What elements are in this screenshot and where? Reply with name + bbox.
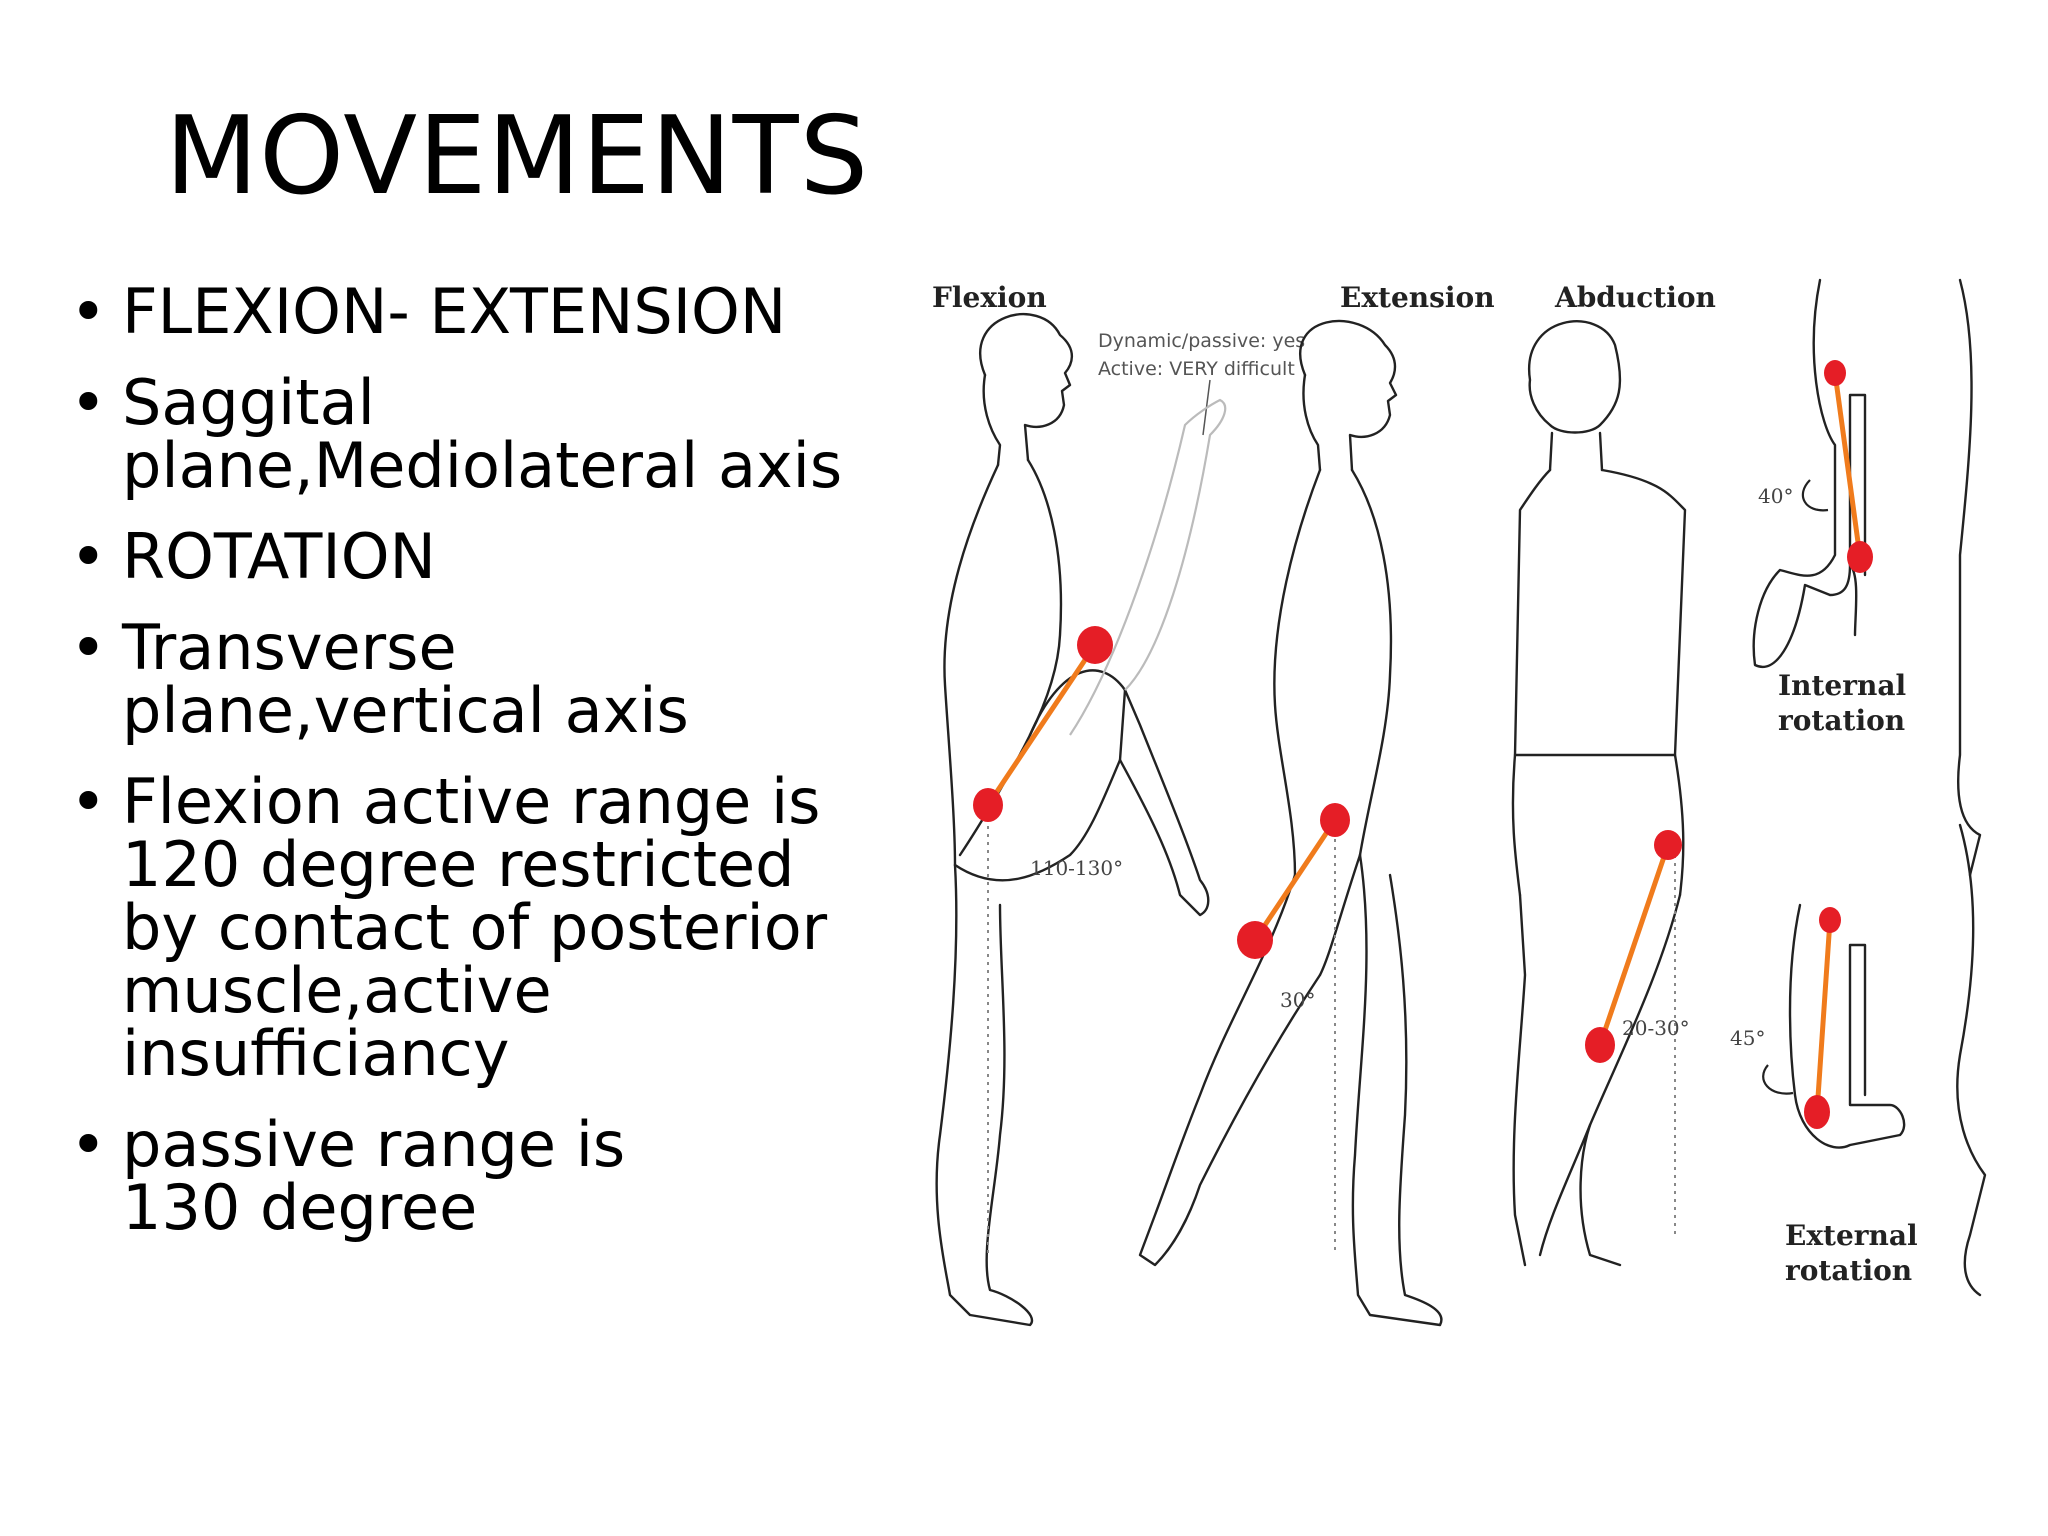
bullet-item: •ROTATION	[70, 525, 870, 588]
bullet-text: FLEXION- EXTENSION	[122, 275, 787, 348]
angle-extension: 30°	[1280, 988, 1315, 1012]
external-rotation-figure: 45° External rotation	[1730, 823, 1987, 1297]
abduction-hip-joint	[1654, 830, 1682, 860]
external-knee-joint	[1804, 1095, 1830, 1129]
bullet-text: Flexion active range is 120 degree restr…	[122, 765, 828, 1090]
hip-movement-figure: Flexion Extension Abduction Dynamic/pass…	[900, 255, 2010, 1395]
internal-rotation-arrow-icon	[1801, 479, 1829, 512]
bullet-dot-icon: •	[70, 611, 107, 684]
external-rotation-arrow-icon	[1762, 1064, 1794, 1095]
hip-movement-illustration: Flexion Extension Abduction Dynamic/pass…	[932, 278, 1987, 1327]
bullet-text: Saggital plane,Mediolateral axis	[122, 366, 843, 502]
internal-knee-joint	[1847, 541, 1873, 573]
extension-figure: 30°	[1138, 319, 1443, 1327]
bullet-item: •Transverse plane,vertical axis	[70, 616, 722, 742]
extension-knee-joint	[1237, 921, 1273, 959]
bullet-item: •FLEXION- EXTENSION	[70, 280, 870, 343]
bullet-dot-icon: •	[70, 520, 107, 593]
bullet-dot-icon: •	[70, 366, 107, 439]
angle-abduction: 20-30°	[1622, 1016, 1690, 1040]
bullet-dot-icon: •	[70, 1108, 107, 1181]
bullet-item: •Flexion active range is 120 degree rest…	[70, 770, 882, 1085]
label-extension: Extension	[1340, 281, 1495, 314]
label-internal-1: Internal	[1778, 669, 1906, 702]
abduction-knee-joint	[1585, 1027, 1615, 1063]
internal-hip-joint	[1824, 360, 1846, 386]
internal-rotation-figure: 40° Internal rotation	[1752, 278, 1982, 877]
bullet-item: •passive range is 130 degree	[70, 1113, 762, 1239]
abduction-figure: 20-30°	[1511, 320, 1690, 1267]
angle-flexion: 110-130°	[1030, 856, 1123, 880]
bullet-text: passive range is 130 degree	[122, 1108, 626, 1244]
bullet-list: •FLEXION- EXTENSION •Saggital plane,Medi…	[70, 280, 870, 1267]
flexion-head	[979, 312, 1074, 462]
flexion-figure: 110-130°	[935, 312, 1227, 1327]
extension-hip-joint	[1320, 803, 1350, 837]
bullet-text: ROTATION	[122, 520, 436, 593]
label-abduction: Abduction	[1554, 281, 1716, 314]
bullet-text: Transverse plane,vertical axis	[122, 611, 689, 747]
note-dynamic: Dynamic/passive: yes	[1098, 330, 1305, 352]
angle-internal: 40°	[1758, 484, 1793, 508]
external-hip-joint	[1819, 907, 1841, 933]
label-flexion: Flexion	[932, 281, 1047, 314]
label-external-1: External	[1785, 1219, 1918, 1252]
bullet-item: •Saggital plane,Mediolateral axis	[70, 371, 862, 497]
bullet-dot-icon: •	[70, 275, 107, 348]
label-external-2: rotation	[1785, 1254, 1912, 1287]
slide-title: MOVEMENTS	[165, 94, 870, 219]
bullet-dot-icon: •	[70, 765, 107, 838]
angle-external: 45°	[1730, 1026, 1765, 1050]
flexion-hip-joint	[973, 788, 1003, 822]
flexion-knee-joint	[1077, 626, 1113, 664]
note-active: Active: VERY difficult	[1098, 358, 1295, 380]
label-internal-2: rotation	[1778, 704, 1905, 737]
